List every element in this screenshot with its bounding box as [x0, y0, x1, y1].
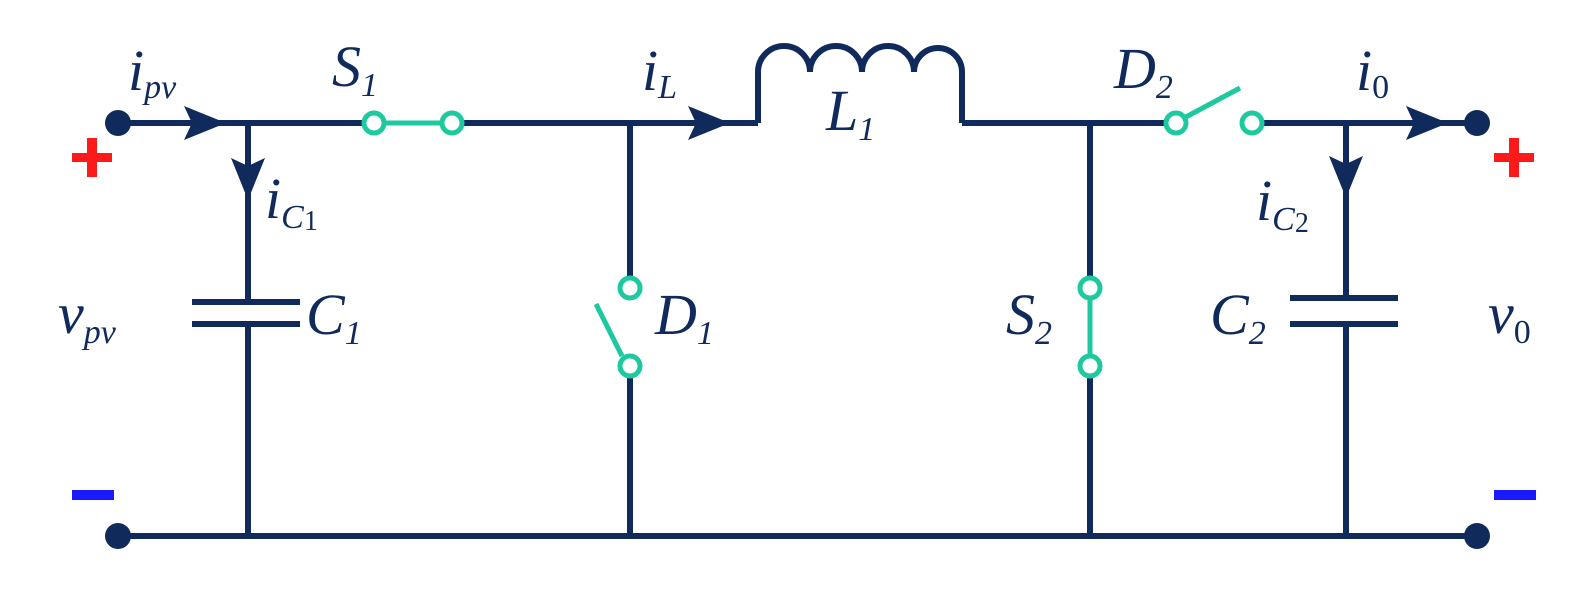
- output-positive-terminal: [1464, 110, 1490, 136]
- label-d2: D2: [1113, 36, 1173, 106]
- output-negative-terminal: [1464, 523, 1490, 549]
- switch-s2: [1077, 275, 1103, 379]
- current-arrows: [184, 106, 1448, 200]
- label-s1: S1: [332, 34, 378, 104]
- label-i-l: iL: [642, 38, 677, 106]
- label-c1: C1: [306, 282, 362, 352]
- arrow-i-0: [1406, 106, 1448, 140]
- label-c2: C2: [1210, 282, 1266, 352]
- label-d1: D1: [654, 282, 714, 352]
- input-plus-sign: [72, 138, 112, 177]
- arrow-i-c1: [231, 158, 265, 200]
- arrow-i-l: [688, 106, 730, 140]
- label-s2: S2: [1006, 282, 1052, 352]
- label-v-0: v0: [1488, 281, 1531, 351]
- inductor-l1: [755, 43, 965, 123]
- terminals: [105, 110, 1490, 549]
- switch-s1: [361, 110, 465, 136]
- wires: [118, 120, 1477, 539]
- label-i-c1: iC1: [265, 166, 318, 237]
- label-i-0: i0: [1356, 38, 1389, 106]
- arrow-i-c2: [1329, 156, 1363, 198]
- capacitor-c2: [1290, 295, 1398, 327]
- label-l1: L1: [825, 78, 875, 148]
- output-plus-sign: [1494, 138, 1534, 177]
- capacitor-c1: [192, 299, 300, 327]
- input-minus-sign: [72, 490, 114, 500]
- label-v-pv: vpv: [58, 281, 117, 351]
- arrow-i-pv: [184, 106, 226, 140]
- output-minus-sign: [1494, 490, 1536, 500]
- switch-d2: [1163, 85, 1265, 136]
- label-i-c2: iC2: [1256, 168, 1309, 239]
- input-positive-terminal: [105, 110, 131, 136]
- switch-d1: [593, 275, 643, 379]
- label-i-pv: ipv: [128, 38, 177, 106]
- input-negative-terminal: [105, 523, 131, 549]
